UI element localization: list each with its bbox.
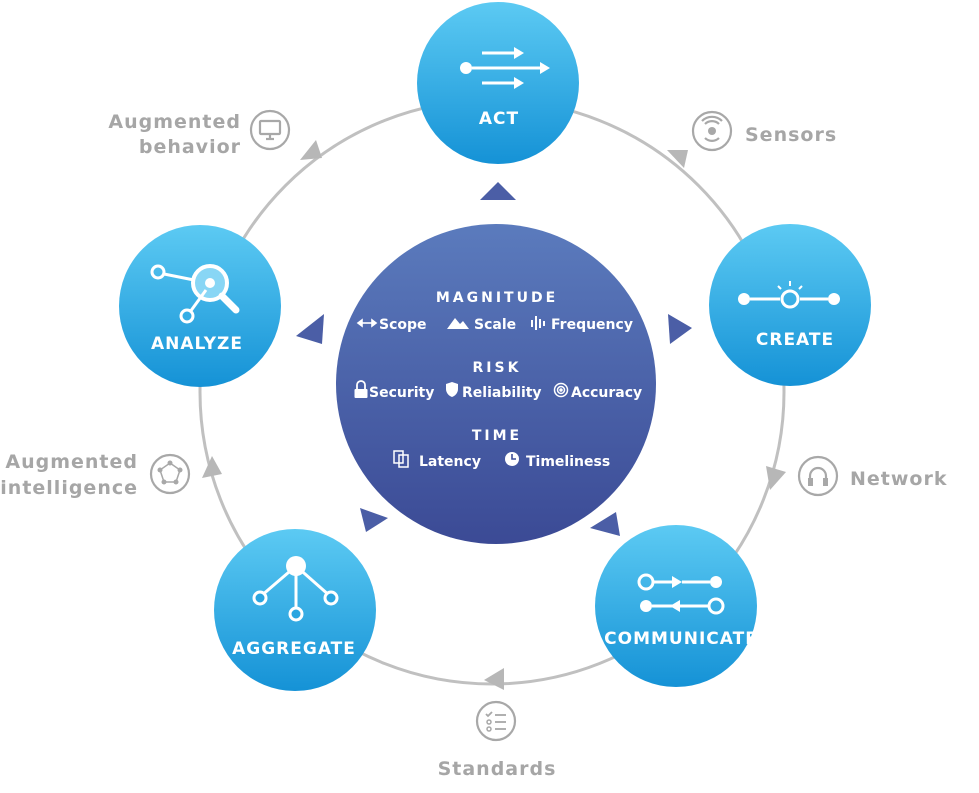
magnifier-icon [150, 264, 240, 324]
ring-arrow-sensors [667, 150, 688, 168]
hub-icon [252, 556, 339, 622]
scale-label: Scale [474, 317, 516, 333]
frequency-icon [531, 316, 545, 330]
checklist-icon [475, 700, 517, 742]
analyze-label: ANALYZE [151, 334, 243, 354]
pointer-analyze [296, 314, 324, 344]
scale-icon [447, 318, 469, 329]
shield-icon [446, 382, 458, 397]
node-communicate: COMMUNICATE [595, 525, 758, 687]
ring-arrow-augmented-behavior [300, 140, 322, 160]
risk-heading: RISK [473, 360, 522, 376]
network-label: Network [850, 468, 947, 490]
latency-icon [393, 450, 409, 468]
frequency-label: Frequency [551, 317, 633, 333]
magnitude-row: Scope Scale Frequency [356, 316, 633, 333]
augmented-intelligence-group: Augmented intelligence [0, 451, 191, 499]
monitor-icon [249, 109, 291, 151]
standards-group: Standards [438, 700, 557, 780]
augmented-intelligence-label-2: intelligence [0, 477, 138, 499]
bulb-line-icon [738, 281, 840, 309]
node-create: CREATE [709, 224, 871, 386]
reliability-label: Reliability [462, 385, 542, 401]
aggregate-label: AGGREGATE [232, 639, 356, 659]
latency-label: Latency [419, 454, 481, 470]
center-circle [336, 224, 656, 544]
augmented-behavior-group: Augmented behavior [108, 109, 291, 158]
node-act: ACT [417, 2, 579, 164]
node-analyze: ANALYZE [119, 225, 281, 387]
pentagon-network-icon [149, 453, 191, 495]
augmented-intelligence-label-1: Augmented [5, 451, 138, 473]
sensors-group: Sensors [691, 110, 837, 152]
network-group: Network [797, 455, 947, 497]
clock-icon [505, 452, 519, 466]
sensors-label: Sensors [745, 124, 837, 146]
time-row: Latency Timeliness [393, 450, 610, 470]
node-aggregate: AGGREGATE [214, 529, 376, 691]
pointer-create [668, 314, 692, 344]
magnitude-heading: MAGNITUDE [436, 290, 558, 306]
network-icon [797, 455, 839, 497]
pointer-communicate [590, 512, 620, 536]
augmented-behavior-label-2: behavior [139, 136, 241, 158]
create-label: CREATE [756, 330, 834, 350]
timeliness-label: Timeliness [526, 454, 610, 470]
security-label: Security [369, 385, 434, 401]
pointer-aggregate [360, 508, 388, 532]
time-heading: TIME [472, 428, 522, 444]
target-icon [553, 382, 569, 398]
pointer-act [480, 182, 516, 200]
sensor-icon [691, 110, 733, 152]
augmented-behavior-label-1: Augmented [108, 111, 241, 133]
communicate-label: COMMUNICATE [604, 629, 758, 649]
standards-label: Standards [438, 758, 557, 780]
ring-arrow-augmented-intelligence [202, 456, 222, 478]
arrows-icon [460, 47, 550, 89]
center-pointers [296, 182, 692, 536]
ring-arrow-standards [484, 668, 504, 690]
accuracy-label: Accuracy [571, 385, 642, 401]
lock-icon [354, 380, 368, 398]
ring-arrow-network [766, 466, 786, 490]
act-label: ACT [479, 109, 519, 129]
risk-row: Security Reliability Accuracy [354, 380, 642, 401]
scope-icon [356, 318, 378, 328]
exchange-icon [637, 573, 725, 615]
scope-label: Scope [379, 317, 427, 333]
ring-arrows [202, 140, 786, 690]
